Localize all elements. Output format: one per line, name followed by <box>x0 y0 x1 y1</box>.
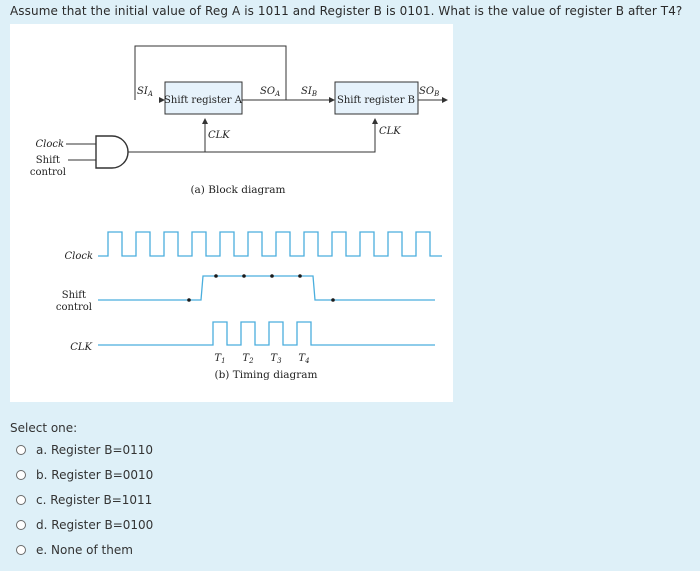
shift-control-waveform <box>98 275 435 301</box>
radio-b[interactable] <box>16 470 26 480</box>
pulse-label-t4: T4 <box>298 353 309 365</box>
so-b-label: SOB <box>419 86 439 98</box>
radio-a[interactable] <box>16 445 26 455</box>
clk-wire <box>128 122 376 153</box>
option-d[interactable]: d. Register B=0100 <box>16 515 153 535</box>
clock-waveform <box>98 231 442 257</box>
clk-a-arrow <box>202 118 208 124</box>
option-a-label: a. Register B=0110 <box>36 443 154 457</box>
timing-clk-label: CLK <box>70 342 92 353</box>
shift-dot <box>270 274 274 278</box>
arrowheads <box>159 97 448 124</box>
radio-e[interactable] <box>16 545 26 555</box>
so-a-label: SOA <box>260 86 280 98</box>
option-e[interactable]: e. None of them <box>16 540 133 560</box>
question-text: Assume that the initial value of Reg A i… <box>10 4 683 18</box>
timing-shift-label-1: Shift <box>62 290 86 301</box>
shift-input-label-2: control <box>30 167 66 178</box>
si-b-label: SIB <box>301 86 317 98</box>
shift-dot <box>242 274 246 278</box>
shift-register-b <box>334 81 419 115</box>
si-a-label: SIA <box>137 86 153 98</box>
pulse-label-t3: T3 <box>270 353 282 365</box>
clock-input-label: Clock <box>35 139 64 150</box>
clk-a-label: CLK <box>208 130 230 141</box>
shift-dot <box>298 274 302 278</box>
shift-dot <box>214 274 218 278</box>
pulse-label-t1: T1 <box>214 353 225 365</box>
shift-input-label-1: Shift <box>36 155 60 166</box>
pulse-label-t2: T2 <box>242 353 254 365</box>
timing-diagram-caption: (b) Timing diagram <box>214 369 317 381</box>
shift-dots <box>187 274 335 302</box>
option-c[interactable]: c. Register B=1011 <box>16 490 152 510</box>
radio-d[interactable] <box>16 520 26 530</box>
feedback-wire <box>134 45 287 100</box>
option-b-label: b. Register B=0010 <box>36 468 154 482</box>
circuit-diagram: Shift register A Shift register B SIA SO… <box>30 45 448 381</box>
select-one-label: Select one: <box>10 421 78 435</box>
clk-waveform <box>98 321 435 346</box>
shift-dot <box>331 298 335 302</box>
option-c-label: c. Register B=1011 <box>36 493 153 507</box>
clk-b-label: CLK <box>379 126 401 137</box>
si-a-arrow <box>159 97 165 103</box>
option-b[interactable]: b. Register B=0010 <box>16 465 153 485</box>
shift-register-a <box>164 81 243 115</box>
diagram-figure: Shift register A Shift register B SIA SO… <box>10 24 453 402</box>
timing-shift-label-2: control <box>56 302 92 313</box>
reg-b-label: Shift register B <box>337 95 415 106</box>
waveforms <box>98 231 442 346</box>
so-b-arrow <box>442 97 448 103</box>
timing-clock-label: Clock <box>64 251 93 262</box>
reg-a-label: Shift register A <box>164 95 243 106</box>
option-a[interactable]: a. Register B=0110 <box>16 440 153 460</box>
option-d-label: d. Register B=0100 <box>36 518 154 532</box>
shift-dot <box>187 298 191 302</box>
and-gate <box>95 135 129 169</box>
block-wires <box>66 45 446 161</box>
block-diagram-caption: (a) Block diagram <box>190 184 285 196</box>
si-b-arrow <box>329 97 335 103</box>
option-e-label: e. None of them <box>36 543 133 557</box>
clk-b-arrow <box>372 118 378 124</box>
radio-c[interactable] <box>16 495 26 505</box>
